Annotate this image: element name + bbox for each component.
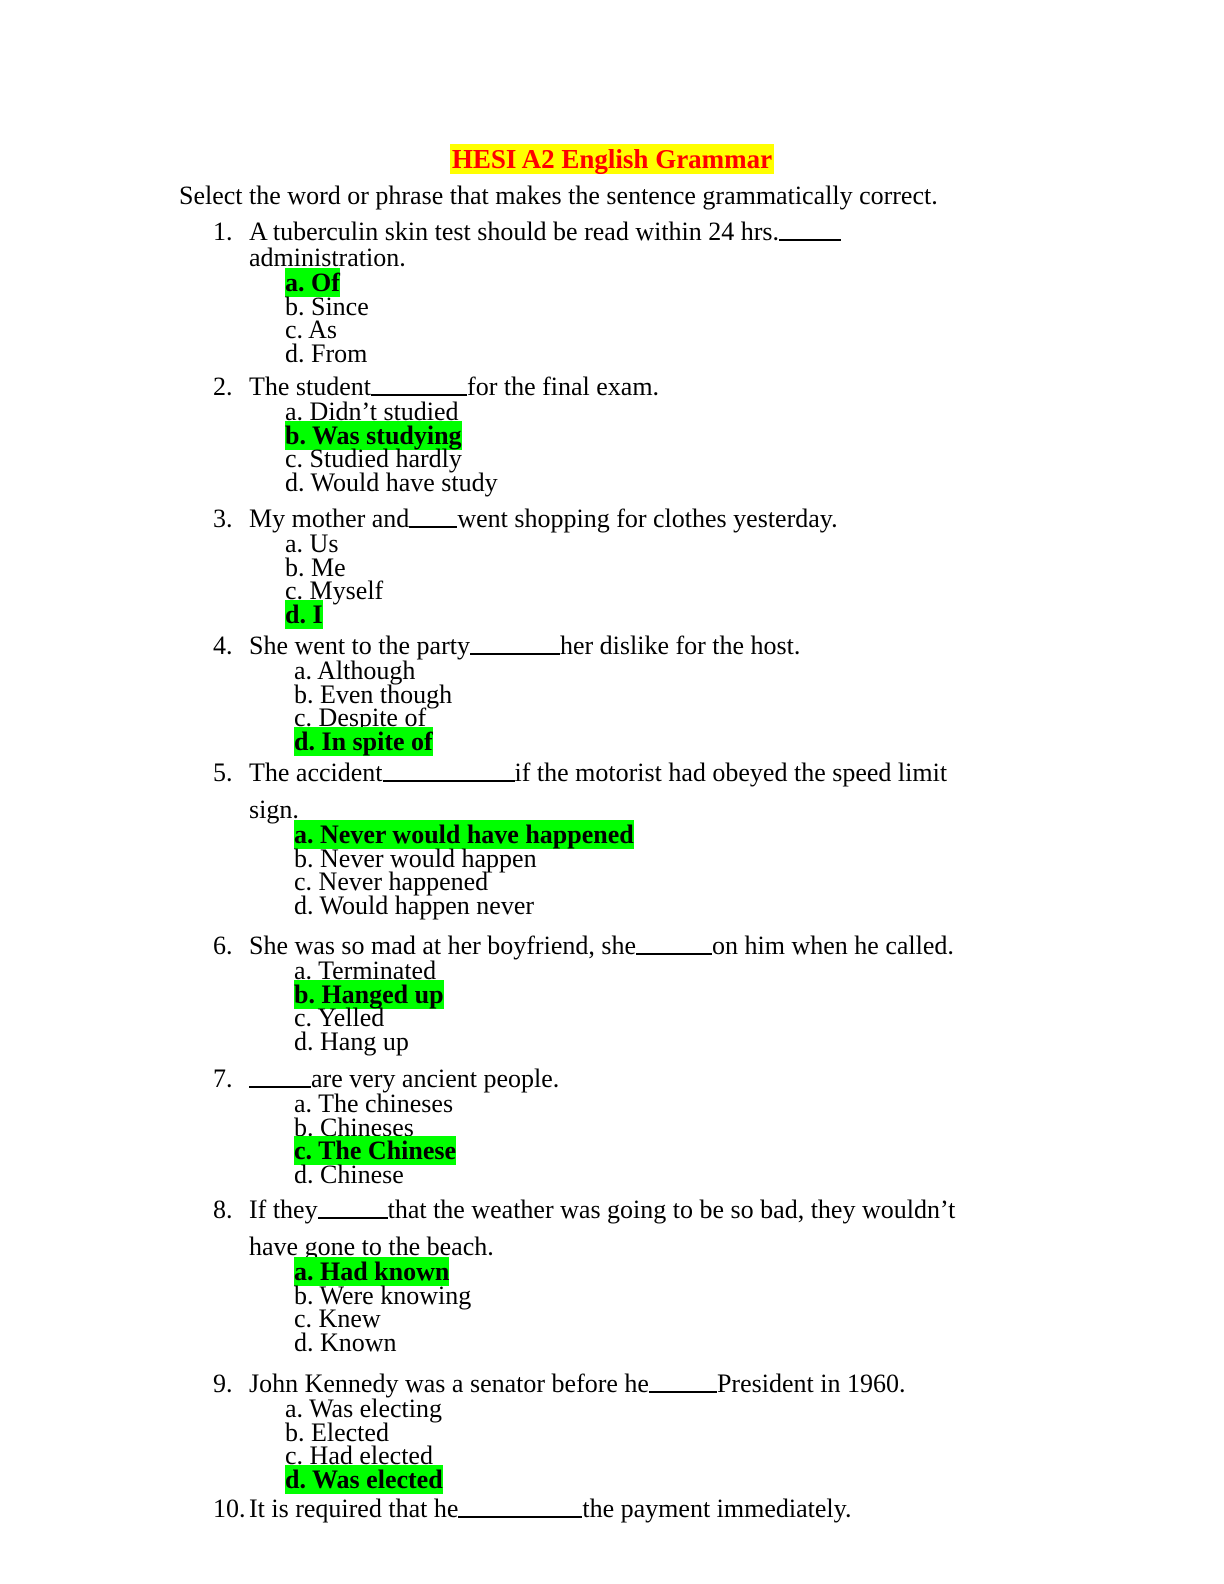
- option-a-correct: a. Of: [285, 268, 340, 297]
- question-9: 9. John Kennedy was a senator before he P…: [213, 1369, 906, 1495]
- option-a: a. Terminated: [294, 956, 437, 985]
- instructions: Select the word or phrase that makes the…: [179, 181, 938, 210]
- question-5: 5. The accident if the motorist had obeye…: [213, 758, 948, 921]
- question-number: 10.: [213, 1494, 246, 1523]
- question-4: 4. She went to the party her dislike for …: [213, 631, 801, 757]
- question-text-after: President in 1960.: [716, 1369, 906, 1398]
- question-text-after: went shopping for clothes yesterday.: [457, 504, 838, 533]
- option-c: c. Never happened: [294, 867, 489, 897]
- option-c-correct: c. The Chinese: [294, 1136, 457, 1166]
- option-c: c. As: [285, 315, 337, 345]
- option-a: a. Didn’t studied: [285, 397, 459, 426]
- question-number: 2.: [213, 372, 233, 401]
- option-d: d. Would happen never: [294, 891, 535, 921]
- question-8: 8. If they that the weather was going to …: [213, 1195, 956, 1358]
- option-d-correct: d. I: [285, 600, 323, 630]
- option-d-correct: d. Was elected: [285, 1465, 443, 1495]
- answer-blank: [469, 633, 560, 655]
- question-number: 8.: [213, 1195, 233, 1224]
- question-text-before: John Kennedy was a senator before he: [249, 1369, 649, 1398]
- question-text-before: She went to the party: [249, 631, 470, 660]
- option-d: d. Hang up: [294, 1027, 409, 1057]
- option-a: a. Although: [294, 656, 416, 685]
- question-text-before: My mother and: [249, 504, 410, 533]
- question-2: 2. The student for the final exam. a. Did…: [213, 372, 660, 498]
- option-d: d. Chinese: [294, 1160, 404, 1190]
- option-d: d. Would have study: [285, 468, 498, 498]
- option-a: a. Was electing: [285, 1394, 442, 1423]
- option-a: a. Us: [285, 529, 339, 558]
- option-c: c. Studied hardly: [285, 444, 462, 474]
- option-d: d. Known: [294, 1328, 397, 1358]
- page-title: HESI A2 English Grammar: [0, 142, 1224, 176]
- question-text-after: the payment immediately.: [582, 1494, 852, 1523]
- question-text-before: The accident: [249, 758, 383, 787]
- option-a-correct: a. Never would have happened: [294, 820, 634, 849]
- answer-blank: [371, 374, 468, 396]
- answer-blank: [249, 1066, 311, 1088]
- question-text-continuation: sign.: [249, 795, 299, 824]
- question-text-after: that the weather was going to be so bad,…: [387, 1195, 956, 1224]
- answer-blank: [779, 219, 842, 241]
- option-b: b. Me: [285, 552, 346, 582]
- question-text-before: It is required that he: [249, 1494, 459, 1523]
- question-text-continuation: administration.: [249, 243, 406, 272]
- question-7: 7. are very ancient people. a. The chine…: [213, 1064, 560, 1190]
- option-b-correct: b. Hanged up: [294, 979, 444, 1009]
- option-d: d. From: [285, 339, 368, 369]
- option-c: c. Despite of: [294, 703, 427, 733]
- question-number: 7.: [213, 1064, 233, 1093]
- question-number: 3.: [213, 504, 233, 533]
- option-b: b. Never would happen: [294, 843, 537, 873]
- option-a-correct: a. Had known: [294, 1257, 450, 1286]
- question-text-after: for the final exam.: [467, 372, 660, 401]
- question-number: 5.: [213, 758, 233, 787]
- question-number: 6.: [213, 931, 233, 960]
- option-c: c. Had elected: [285, 1441, 433, 1471]
- question-3: 3. My mother and went shopping for clothe…: [213, 504, 838, 630]
- option-c: c. Myself: [285, 576, 384, 606]
- option-c: c. Yelled: [294, 1003, 385, 1033]
- question-number: 1.: [213, 217, 233, 246]
- option-b: b. Chineses: [294, 1112, 414, 1142]
- answer-blank: [636, 933, 713, 955]
- question-number: 9.: [213, 1369, 233, 1398]
- question-text-after: are very ancient people.: [311, 1064, 560, 1093]
- option-b: b. Were knowing: [294, 1280, 472, 1310]
- question-text-continuation: have gone to the beach.: [249, 1232, 494, 1261]
- answer-blank: [317, 1197, 388, 1219]
- question-text-before: A tuberculin skin test should be read wi…: [249, 217, 780, 246]
- answer-blank: [382, 760, 515, 782]
- question-text-after: on him when he called.: [712, 931, 954, 960]
- question-text-before: The student: [249, 372, 372, 401]
- answer-blank: [648, 1371, 717, 1393]
- question-6: 6. She was so mad at her boyfriend, she o…: [213, 931, 954, 1057]
- option-b-correct: b. Was studying: [285, 420, 462, 450]
- question-text-before: If they: [249, 1195, 318, 1224]
- option-a: a. The chineses: [294, 1089, 454, 1118]
- page-title-text: HESI A2 English Grammar: [449, 144, 775, 174]
- option-b: b. Since: [285, 291, 369, 321]
- question-text-before: She was so mad at her boyfriend, she: [249, 931, 637, 960]
- option-b: b. Elected: [285, 1417, 389, 1447]
- option-c: c. Knew: [294, 1304, 381, 1334]
- option-b: b. Even though: [294, 679, 453, 709]
- question-text-after: her dislike for the host.: [559, 631, 801, 660]
- answer-blank: [409, 506, 458, 528]
- option-d-correct: d. In spite of: [294, 727, 433, 757]
- question-text-after: if the motorist had obeyed the speed lim…: [514, 758, 948, 787]
- question-number: 4.: [213, 631, 233, 660]
- question-10: 10. It is required that he the payment im…: [213, 1496, 851, 1522]
- answer-blank: [458, 1496, 583, 1518]
- question-1: 1. A tuberculin skin test should be read…: [213, 217, 842, 369]
